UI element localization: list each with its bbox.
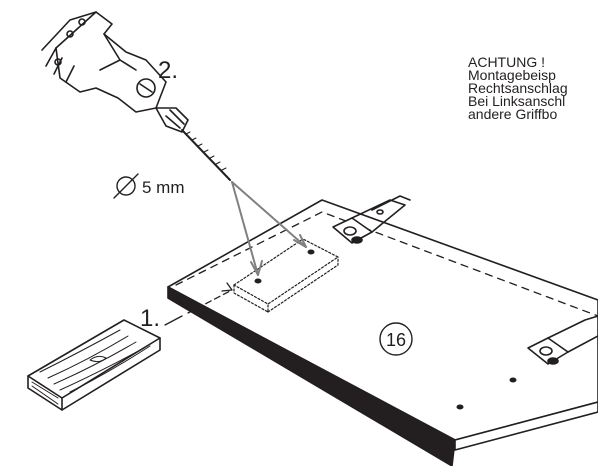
hinge-top-icon: [332, 195, 411, 244]
step-1-label: 1.: [140, 305, 160, 332]
drill-diameter-label: 5 mm: [142, 178, 185, 197]
drill-arrows: [231, 181, 307, 276]
drill-holes: [254, 249, 517, 410]
warning-note: ACHTUNG ! Montagebeisp Rechtsanschlag Be…: [468, 56, 598, 121]
board-panel: [167, 199, 598, 467]
step-2-label: 2.: [158, 57, 178, 84]
diameter-icon: [113, 173, 139, 199]
warning-line: Bei Linksanschl: [468, 93, 566, 109]
wood-block-icon: [27, 319, 161, 411]
warning-line: Rechtsanschlag: [468, 80, 568, 96]
warning-line: Montagebeisp: [468, 67, 556, 83]
panel-number: 16: [386, 330, 406, 350]
panel-number-circle: [379, 322, 413, 356]
warning-line: andere Griffbo: [468, 106, 558, 121]
drill-icon: [41, 11, 231, 181]
drill-template: [233, 238, 339, 313]
hinge-bottom-icon: [527, 315, 598, 365]
placement-arrow: [164, 282, 233, 326]
warning-heading: ACHTUNG !: [468, 56, 545, 70]
